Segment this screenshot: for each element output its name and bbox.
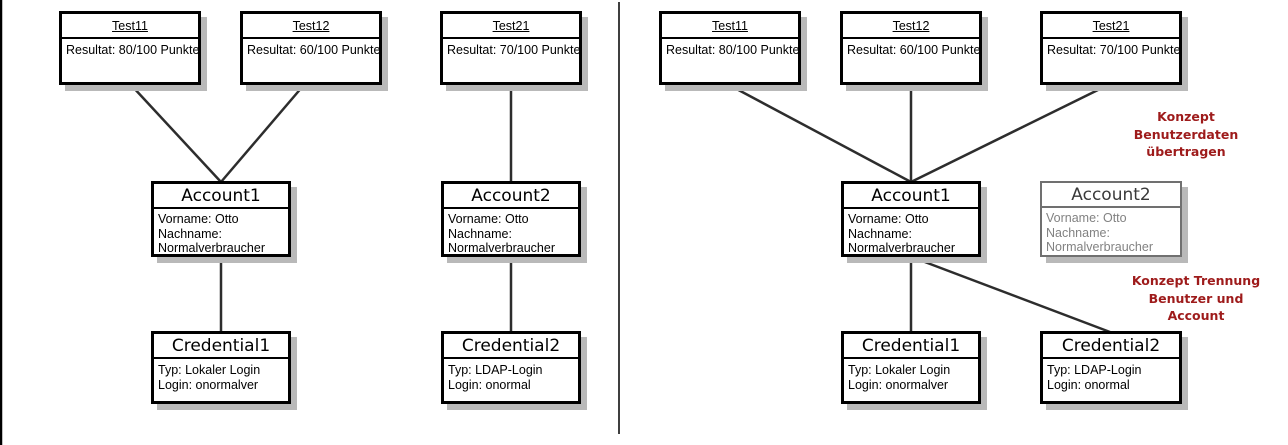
- node-attribute: Vorname: Otto: [158, 212, 239, 226]
- node-attribute: Resultat: 70/100 Punkte: [447, 43, 581, 57]
- node-attribute: Nachname:: [848, 226, 912, 241]
- node-attribute: Login: onormalver: [158, 377, 259, 392]
- node-attribute: Normalverbraucher: [848, 241, 955, 255]
- annotation-line: Benutzer und: [1148, 290, 1244, 306]
- annotation-line: übertragen: [1146, 144, 1226, 159]
- annotation-konzept-trennung-benutzer-account: Konzept Trennung Benutzer und Account: [1116, 272, 1276, 325]
- node-attribute: Vorname: Otto: [848, 212, 929, 226]
- node-attribute: Login: onormalver: [848, 377, 949, 392]
- node-body: Typ: LDAP-Login Login: onormal: [1043, 359, 1179, 392]
- node-account1-right[interactable]: Account1 Vorname: Otto Nachname: Normalv…: [841, 181, 981, 257]
- connector-test11-account1-right: [730, 84, 912, 184]
- annotation-konzept-benutzerdaten-uebertragen: Konzept Benutzerdaten übertragen: [1110, 108, 1262, 161]
- annotation-line: Konzept Trennung: [1131, 273, 1261, 288]
- node-title: Test12: [843, 14, 979, 39]
- node-attribute: Resultat: 80/100 Punkte: [66, 43, 200, 57]
- connector-test11-account1-left: [131, 85, 222, 183]
- node-test11-left[interactable]: Test11 Resultat: 80/100 Punkte: [59, 11, 201, 85]
- node-attribute: Nachname:: [448, 226, 512, 241]
- node-credential1-right[interactable]: Credential1 Typ: Lokaler Login Login: on…: [841, 331, 981, 404]
- node-body: Typ: Lokaler Login Login: onormalver: [154, 359, 288, 392]
- node-attribute: Nachname:: [158, 226, 222, 241]
- node-body: Resultat: 60/100 Punkte: [843, 39, 981, 58]
- node-attribute: Typ: Lokaler Login: [848, 363, 951, 377]
- node-body: Resultat: 60/100 Punkte: [243, 39, 381, 58]
- node-test11-right[interactable]: Test11 Resultat: 80/100 Punkte: [659, 11, 801, 85]
- node-account2-right-muted[interactable]: Account2 Vorname: Otto Nachname: Normalv…: [1040, 181, 1182, 257]
- node-title: Account2: [1042, 183, 1180, 208]
- node-attribute: Normalverbraucher: [1046, 240, 1153, 254]
- node-title: Test12: [243, 14, 379, 39]
- node-account2-left[interactable]: Account2 Vorname: Otto Nachname: Normalv…: [441, 181, 581, 257]
- node-body: Resultat: 70/100 Punkte: [443, 39, 581, 58]
- connector-test21-account1-right: [910, 84, 1107, 184]
- node-attribute: Vorname: Otto: [448, 212, 529, 226]
- annotation-line: Benutzerdaten: [1133, 126, 1239, 142]
- node-title: Test11: [62, 14, 198, 39]
- node-body: Vorname: Otto Nachname: Normalverbrauche…: [444, 209, 578, 256]
- annotation-line: Konzept: [1157, 109, 1215, 124]
- node-attribute: Resultat: 80/100 Punkte: [666, 43, 800, 57]
- node-attribute: Resultat: 60/100 Punkte: [847, 43, 981, 57]
- connector-test12-account1-left: [220, 85, 304, 183]
- node-attribute: Vorname: Otto: [1046, 211, 1127, 225]
- node-attribute: Resultat: 60/100 Punkte: [247, 43, 381, 57]
- node-title: Credential1: [844, 334, 978, 359]
- node-title: Credential1: [154, 334, 288, 359]
- node-attribute: Resultat: 70/100 Punkte: [1047, 43, 1181, 57]
- node-test12-right[interactable]: Test12 Resultat: 60/100 Punkte: [840, 11, 982, 85]
- node-attribute: Typ: LDAP-Login: [1047, 363, 1142, 377]
- node-body: Resultat: 70/100 Punkte: [1043, 39, 1181, 58]
- node-attribute: Normalverbraucher: [158, 241, 265, 255]
- node-test21-right[interactable]: Test21 Resultat: 70/100 Punkte: [1040, 11, 1182, 85]
- node-test21-left[interactable]: Test21 Resultat: 70/100 Punkte: [440, 11, 582, 85]
- node-title: Test21: [1043, 14, 1179, 39]
- node-title: Account1: [844, 184, 978, 209]
- node-account1-left[interactable]: Account1 Vorname: Otto Nachname: Normalv…: [151, 181, 291, 257]
- node-title: Account1: [154, 184, 288, 209]
- node-body: Typ: LDAP-Login Login: onormal: [444, 359, 578, 392]
- node-body: Vorname: Otto Nachname: Normalverbrauche…: [154, 209, 288, 256]
- node-credential2-right[interactable]: Credential2 Typ: LDAP-Login Login: onorm…: [1040, 331, 1182, 404]
- node-body: Resultat: 80/100 Punkte: [62, 39, 200, 58]
- node-body: Vorname: Otto Nachname: Normalverbrauche…: [1042, 208, 1180, 255]
- node-attribute: Login: onormal: [448, 377, 531, 392]
- node-body: Vorname: Otto Nachname: Normalverbrauche…: [844, 209, 978, 256]
- node-credential1-left[interactable]: Credential1 Typ: Lokaler Login Login: on…: [151, 331, 291, 404]
- annotation-line: Account: [1167, 308, 1225, 323]
- node-title: Account2: [444, 184, 578, 209]
- node-attribute: Login: onormal: [1047, 377, 1130, 392]
- node-credential2-left[interactable]: Credential2 Typ: LDAP-Login Login: onorm…: [441, 331, 581, 404]
- node-test12-left[interactable]: Test12 Resultat: 60/100 Punkte: [240, 11, 382, 85]
- node-attribute: Nachname:: [1046, 225, 1110, 240]
- node-title: Credential2: [444, 334, 578, 359]
- node-title: Test11: [662, 14, 798, 39]
- node-body: Typ: Lokaler Login Login: onormalver: [844, 359, 978, 392]
- node-attribute: Typ: Lokaler Login: [158, 363, 261, 377]
- node-attribute: Normalverbraucher: [448, 241, 555, 255]
- node-body: Resultat: 80/100 Punkte: [662, 39, 800, 58]
- connector-account1-credential2-right: [908, 254, 1111, 334]
- node-title: Test21: [443, 14, 579, 39]
- node-title: Credential2: [1043, 334, 1179, 359]
- node-attribute: Typ: LDAP-Login: [448, 363, 543, 377]
